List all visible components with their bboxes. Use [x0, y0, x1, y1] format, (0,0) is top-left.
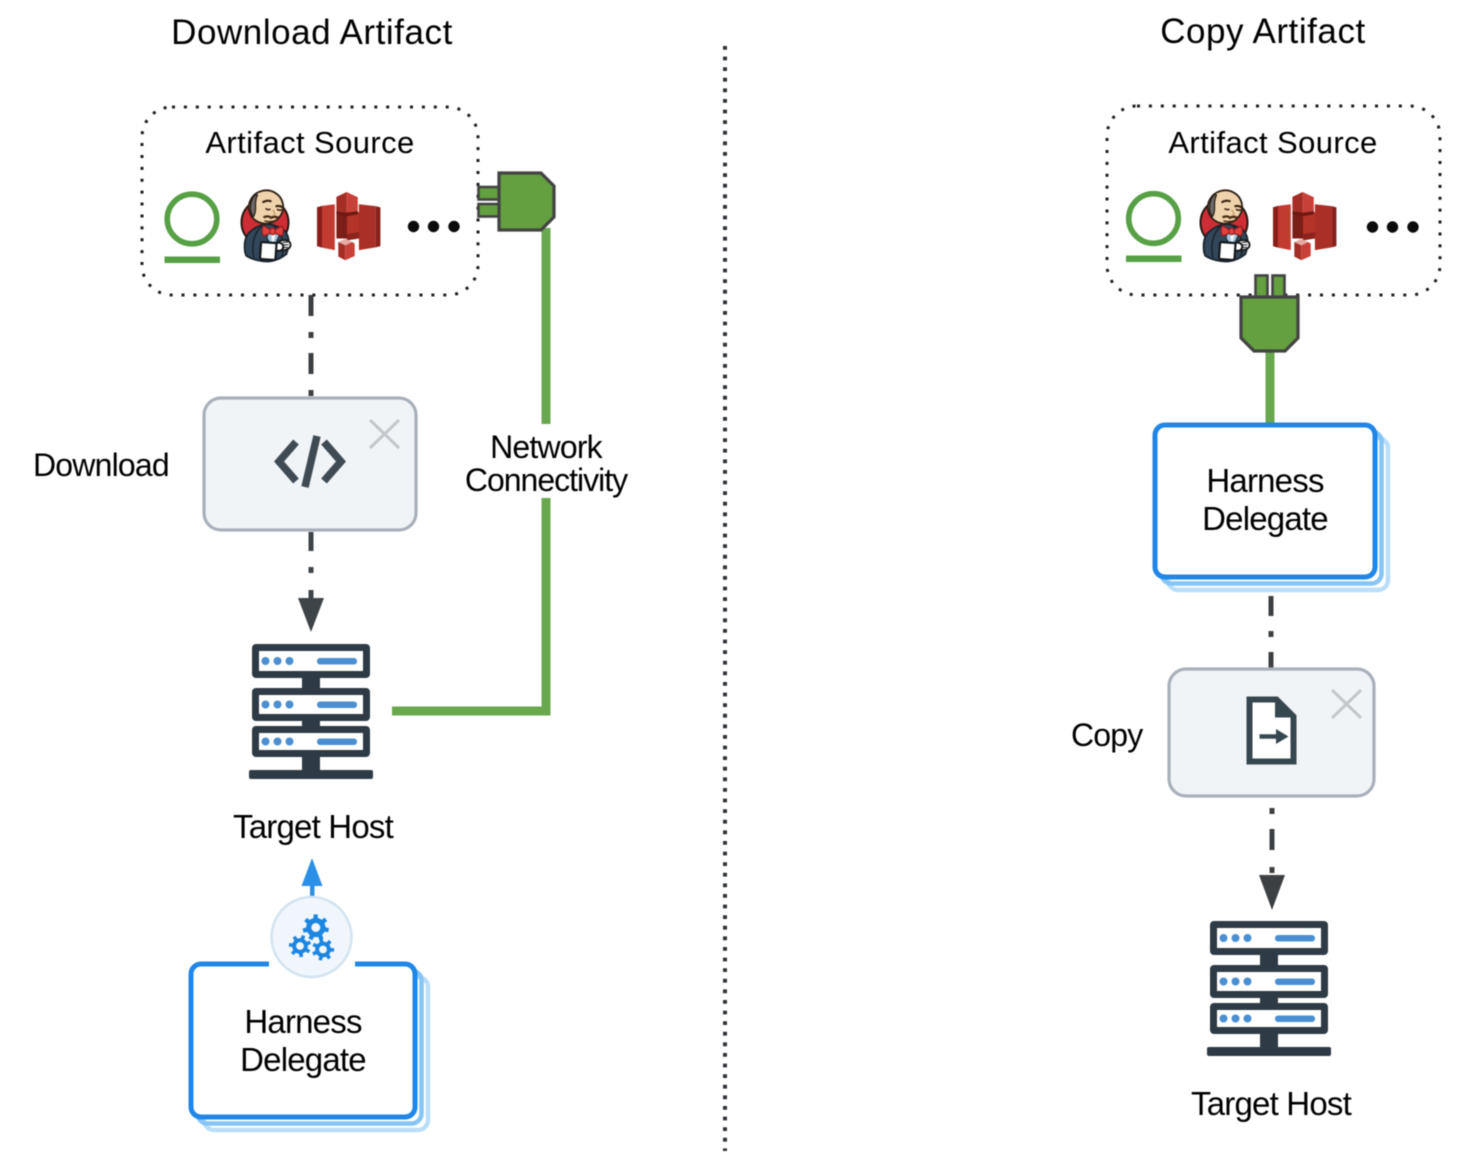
- svg-text:Harness: Harness: [244, 1003, 362, 1040]
- svg-text:Artifact Source: Artifact Source: [205, 125, 414, 160]
- svg-text:Delegate: Delegate: [1202, 500, 1328, 537]
- svg-text:Connectivity: Connectivity: [465, 462, 628, 498]
- svg-text:Delegate: Delegate: [240, 1041, 366, 1078]
- svg-text:Copy: Copy: [1071, 717, 1143, 753]
- svg-text:Network: Network: [490, 429, 604, 465]
- svg-text:Download: Download: [33, 447, 169, 483]
- svg-text:Target Host: Target Host: [1191, 1085, 1352, 1122]
- svg-text:Download Artifact: Download Artifact: [171, 13, 453, 52]
- svg-text:Artifact Source: Artifact Source: [1168, 125, 1377, 160]
- svg-text:Target Host: Target Host: [233, 808, 394, 845]
- svg-text:Harness: Harness: [1206, 462, 1324, 499]
- svg-text:Copy Artifact: Copy Artifact: [1160, 12, 1366, 51]
